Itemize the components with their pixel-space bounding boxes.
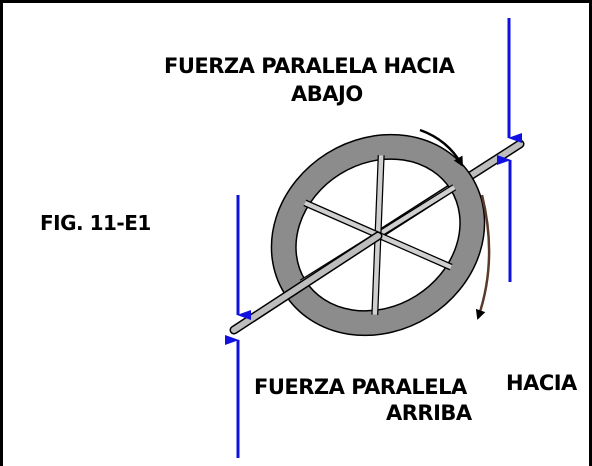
figure-label: FIG. 11-E1 (40, 211, 151, 235)
rotation-arrow-top (419, 128, 464, 167)
top-force-label-line1: FUERZA PARALELA HACIA (164, 54, 455, 78)
rotation-arrow-right (475, 194, 491, 320)
bottom-force-label-line1b: HACIA (506, 371, 577, 395)
bottom-force-label-line2: ARRIBA (386, 401, 472, 425)
bottom-force-label-line1: FUERZA PARALELA (254, 375, 467, 399)
axle-front (229, 231, 383, 335)
top-force-label-line2: ABAJO (291, 82, 363, 106)
frame-border-right (589, 0, 592, 466)
frame-border-left (0, 0, 3, 466)
frame-border-top (0, 0, 592, 3)
